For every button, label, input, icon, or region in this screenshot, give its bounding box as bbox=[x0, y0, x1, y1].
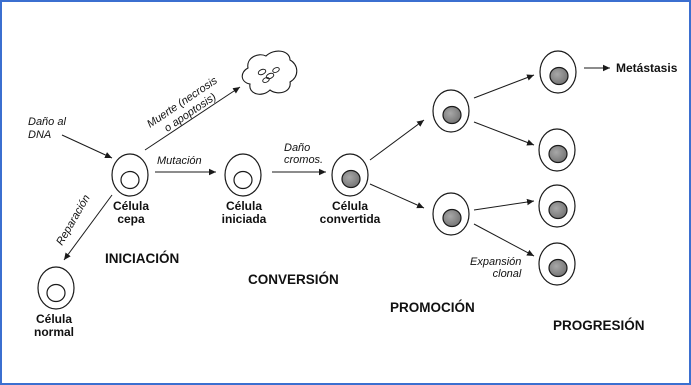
arrow-dna-damage bbox=[61, 134, 113, 159]
label-cell-convertida: Célula convertida bbox=[319, 199, 381, 226]
label-cell-cepa: Célula cepa bbox=[112, 199, 149, 226]
label-expansion-clonal: Expansión clonal bbox=[470, 256, 522, 280]
label-mutacion: Mutación bbox=[157, 155, 202, 167]
arrow-prog-1 bbox=[473, 74, 535, 99]
cell-normal bbox=[37, 266, 75, 310]
arrow-promo-lower bbox=[369, 183, 425, 209]
stage-conversion: CONVERSIÓN bbox=[248, 272, 339, 287]
cell-cepa bbox=[111, 153, 149, 197]
cell-convertida bbox=[331, 153, 369, 197]
cell-prog-2 bbox=[538, 128, 576, 172]
cell-promo-upper bbox=[432, 89, 470, 133]
label-dano-dna: Daño al DNA bbox=[28, 116, 66, 141]
label-cell-iniciada: Célula iniciada bbox=[221, 199, 267, 226]
cell-iniciada bbox=[224, 153, 262, 197]
label-reparacion: Reparación bbox=[54, 193, 93, 248]
arrow-repair bbox=[63, 194, 113, 261]
label-cell-normal: Célula normal bbox=[33, 312, 74, 339]
cell-prog-3 bbox=[538, 184, 576, 228]
arrow-prog-2 bbox=[473, 121, 535, 146]
label-metastasis: Metástasis bbox=[616, 61, 678, 75]
label-dano-cromos: Daño cromos. bbox=[284, 142, 324, 166]
cell-prog-1 bbox=[539, 50, 577, 94]
dead-cell-icon bbox=[241, 50, 298, 95]
arrow-death bbox=[144, 86, 241, 151]
stage-promocion: PROMOCIÓN bbox=[390, 300, 475, 315]
stage-iniciacion: INICIACIÓN bbox=[105, 251, 180, 266]
cell-promo-lower bbox=[432, 192, 470, 236]
cell-prog-4 bbox=[538, 242, 576, 286]
arrow-promo-upper bbox=[369, 119, 425, 161]
stage-progresion: PROGRESIÓN bbox=[553, 318, 645, 333]
arrow-prog-4 bbox=[473, 223, 535, 257]
arrow-prog-3 bbox=[473, 198, 535, 211]
label-muerte: Muerte (necrosis o apoptosis) bbox=[145, 73, 229, 141]
